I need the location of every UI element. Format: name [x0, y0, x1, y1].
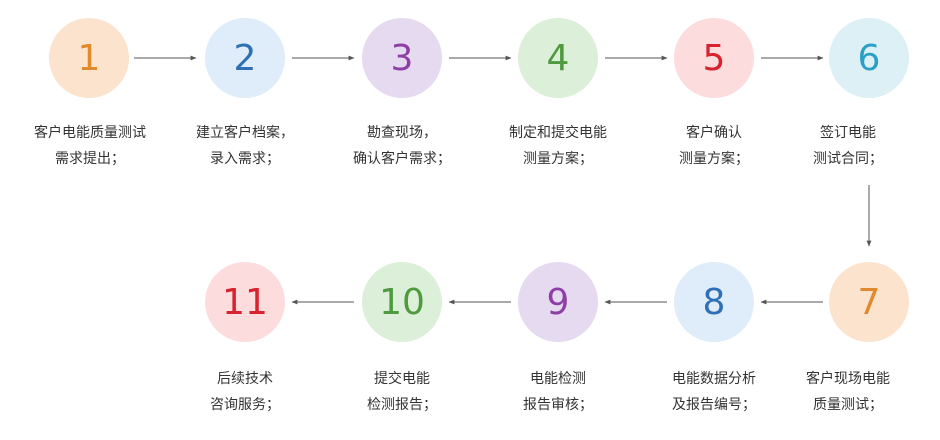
step-8-number: 8 — [702, 281, 726, 323]
step-10-label: 提交电能检测报告； — [312, 366, 492, 418]
step-5-number: 5 — [702, 37, 726, 79]
step-9-circle: 9 — [518, 262, 598, 342]
step-3-line1: 勘查现场， — [367, 125, 437, 141]
step-4-number: 4 — [546, 37, 570, 79]
step-5-line2: 测量方案； — [679, 151, 749, 167]
step-9-line1: 电能检测 — [530, 371, 586, 387]
step-7-circle: 7 — [829, 262, 909, 342]
step-6-circle: 6 — [829, 18, 909, 98]
step-8-line2: 及报告编号； — [672, 397, 756, 413]
step-6-line1: 签订电能 — [820, 125, 876, 141]
step-3-number: 3 — [390, 37, 414, 79]
step-9-number: 9 — [546, 281, 570, 323]
step-2-circle: 2 — [205, 18, 285, 98]
step-3-circle: 3 — [362, 18, 442, 98]
step-3-label: 勘查现场， 确认客户需求； — [312, 120, 492, 172]
step-6-label: 签订电能测试合同； — [758, 120, 938, 172]
step-2-label: 建立客户档案， 录入需求； — [155, 120, 335, 172]
step-3-line2: 确认客户需求； — [353, 151, 451, 167]
step-11-circle: 11 — [205, 262, 285, 342]
step-7-number: 7 — [857, 281, 881, 323]
step-4-circle: 4 — [518, 18, 598, 98]
step-8-label: 电能数据分析及报告编号； — [624, 366, 804, 418]
step-9-label: 电能检测报告审核； — [468, 366, 648, 418]
step-4-line1: 制定和提交电能 — [509, 125, 607, 141]
step-4-line2: 测量方案； — [523, 151, 593, 167]
step-8-line1: 电能数据分析 — [672, 371, 756, 387]
step-7-line2: 质量测试； — [813, 397, 883, 413]
step-2-line2: 录入需求； — [210, 151, 280, 167]
step-1-line1: 客户电能质量测试 — [34, 125, 146, 141]
step-10-number: 10 — [379, 281, 425, 323]
step-6-number: 6 — [857, 37, 881, 79]
step-2-line1: 建立客户档案， — [196, 125, 294, 141]
step-7-line1: 客户现场电能 — [806, 371, 890, 387]
step-7-label: 客户现场电能质量测试； — [758, 366, 938, 418]
step-11-number: 11 — [222, 281, 268, 323]
step-1-number: 1 — [77, 37, 101, 79]
step-2-number: 2 — [233, 37, 257, 79]
step-6-line2: 测试合同； — [813, 151, 883, 167]
step-11-label: 后续技术咨询服务； — [155, 366, 335, 418]
step-1-line2: 需求提出； — [55, 151, 125, 167]
step-10-line2: 检测报告； — [367, 397, 437, 413]
step-10-circle: 10 — [362, 262, 442, 342]
step-1-circle: 1 — [49, 18, 129, 98]
step-1-label: 客户电能质量测试需求提出； — [0, 120, 180, 172]
step-10-line1: 提交电能 — [374, 371, 430, 387]
step-8-circle: 8 — [674, 262, 754, 342]
step-5-circle: 5 — [674, 18, 754, 98]
step-4-label: 制定和提交电能测量方案； — [468, 120, 648, 172]
step-5-label: 客户确认测量方案； — [624, 120, 804, 172]
step-9-line2: 报告审核； — [523, 397, 593, 413]
step-11-line2: 咨询服务； — [210, 397, 280, 413]
step-5-line1: 客户确认 — [686, 125, 742, 141]
step-11-line1: 后续技术 — [217, 371, 273, 387]
